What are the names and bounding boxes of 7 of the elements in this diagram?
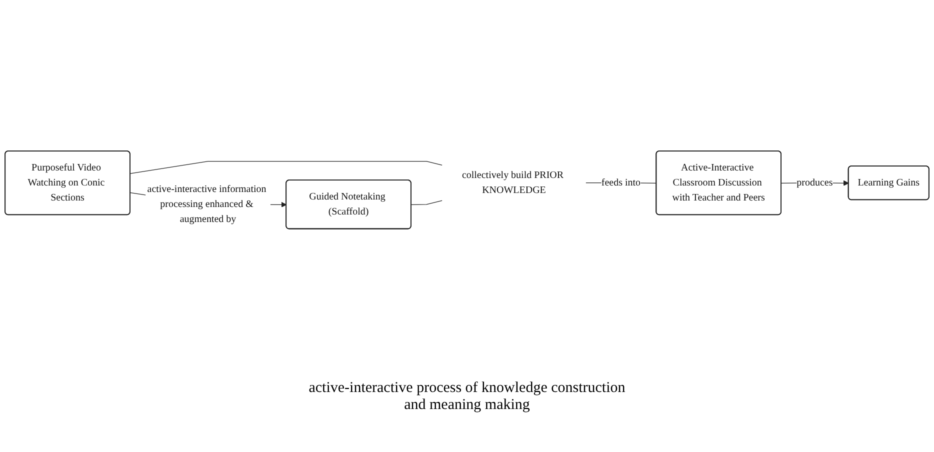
connector [410, 200, 442, 206]
connector [130, 161, 442, 174]
edge-label: active-interactive information processing enhanced & augmented by [147, 184, 266, 224]
edge-label: feeds into [601, 177, 641, 188]
edge-label: produces [796, 177, 833, 188]
note-text: active-interactive process of knowledge construction and meaning making [308, 380, 626, 414]
node-text: collectively build PRIOR KNOWLEDGE [462, 170, 564, 196]
